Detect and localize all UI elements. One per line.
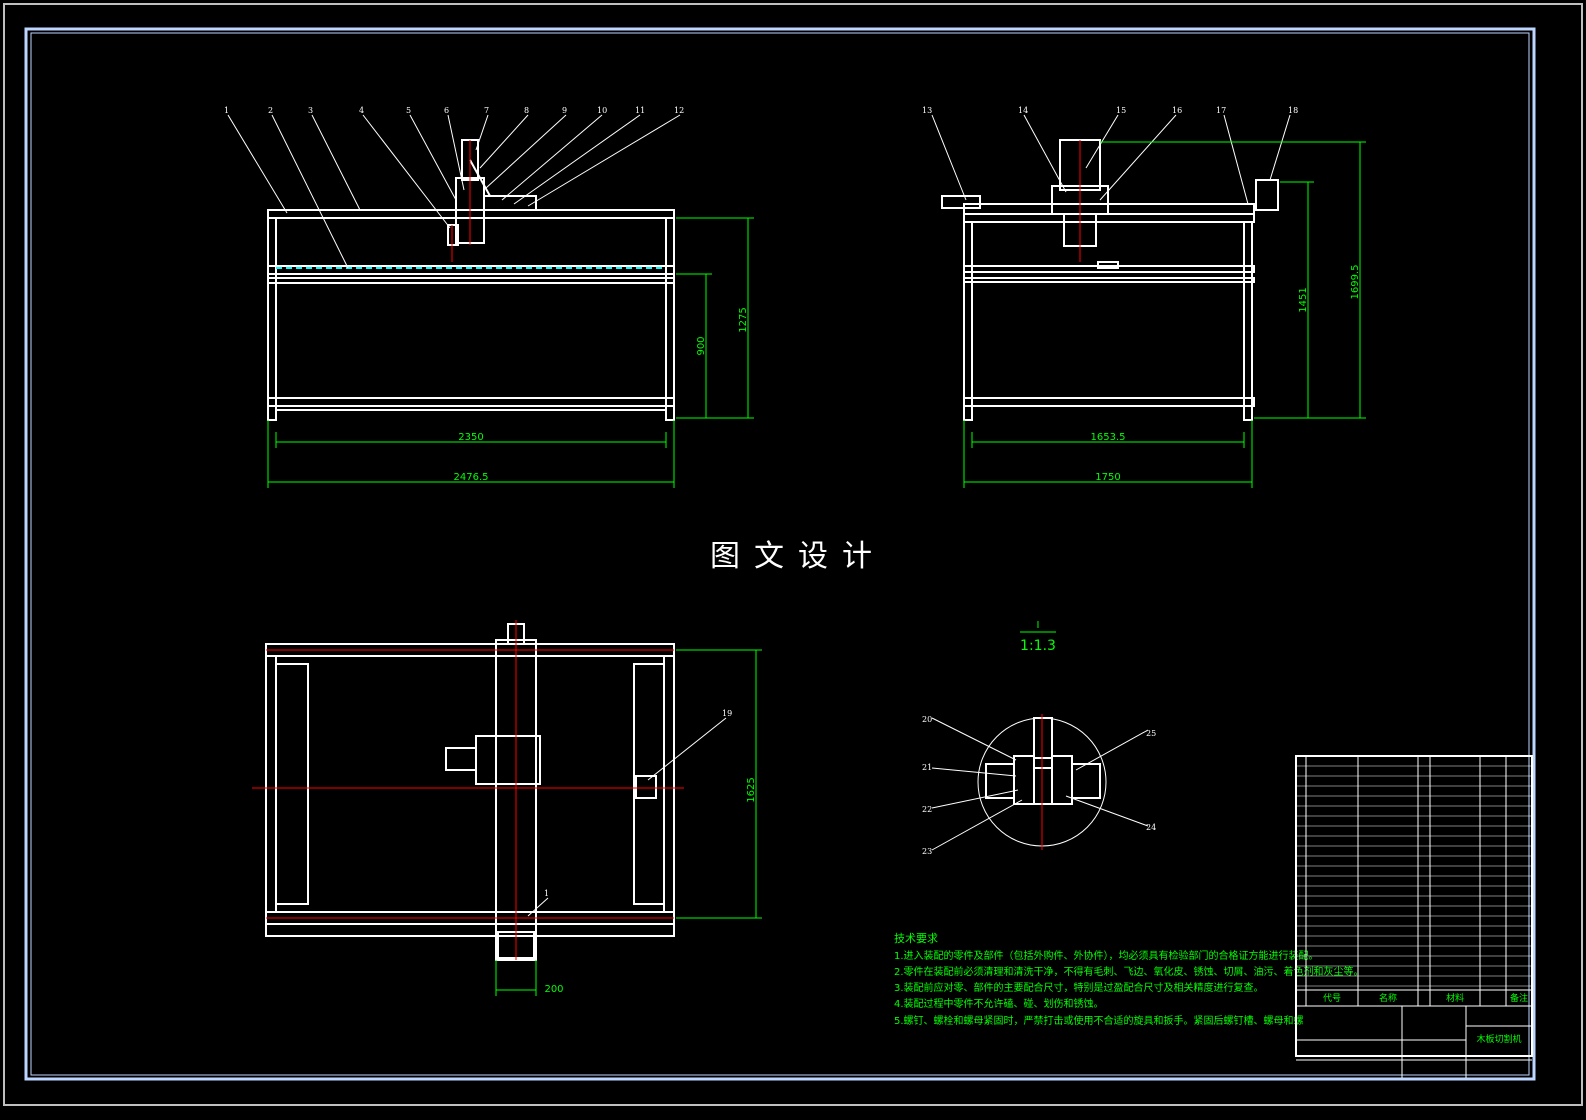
side-label-14: 14 [1018, 106, 1028, 115]
detail-label-23: 23 [922, 847, 932, 856]
front-dim-1275: 1275 [738, 307, 749, 332]
detail-label-20: 20 [922, 715, 932, 724]
front-label-6: 6 [444, 106, 449, 115]
bom-header-name: 名称 [1379, 992, 1397, 1004]
side-label-16: 16 [1172, 106, 1182, 115]
detail-scale: 1:1.3 [1020, 638, 1056, 654]
side-view: 13 14 15 16 17 18 1653.5 1750 1451 1699.… [922, 106, 1366, 488]
detail-label-24: 24 [1146, 823, 1156, 832]
drawing-title: 图文设计 [710, 539, 886, 574]
front-label-4: 4 [359, 106, 364, 115]
side-dim-1750: 1750 [1095, 472, 1120, 483]
product-name: 木板切割机 [1476, 1033, 1521, 1045]
front-label-1: 1 [224, 106, 229, 115]
inner-frame [24, 27, 1536, 1081]
side-label-18: 18 [1288, 106, 1298, 115]
front-label-11: 11 [635, 106, 645, 115]
tech-note-3: 3.装配前应对零、部件的主要配合尺寸，特别是过盈配合尺寸及相关精度进行复查。 [894, 981, 1264, 994]
tech-notes-title: 技术要求 [894, 932, 938, 945]
front-label-7: 7 [484, 106, 489, 115]
front-label-12: 12 [674, 106, 684, 115]
front-label-8: 8 [524, 106, 529, 115]
inner-frame-line [30, 32, 1530, 1076]
front-label-3: 3 [308, 106, 313, 115]
side-label-17: 17 [1216, 106, 1226, 115]
top-dim-200: 200 [544, 984, 563, 995]
bom-header-material: 材料 [1446, 992, 1464, 1004]
front-label-5: 5 [406, 106, 411, 115]
front-view: 1 2 3 4 5 6 7 8 9 10 11 12 2350 2476.5 9… [224, 106, 754, 488]
side-dim-1699: 1699.5 [1350, 265, 1361, 300]
front-dim-2476: 2476.5 [454, 472, 489, 483]
bom-table: 代号 名称 材料 备注 木板切割机 [1295, 755, 1533, 1078]
front-label-2: 2 [268, 106, 273, 115]
tech-note-4: 4.装配过程中零件不允许磕、碰、划伤和锈蚀。 [894, 997, 1104, 1010]
front-dim-2350: 2350 [458, 432, 483, 443]
top-dim-1625: 1625 [746, 777, 757, 802]
tech-note-1: 1.进入装配的零件及部件（包括外购件、外协件），均必须具有检验部门的合格证方能进… [894, 949, 1319, 962]
tech-note-2: 2.零件在装配前必须清理和清洗干净，不得有毛刺、飞边、氧化皮、锈蚀、切屑、油污、… [894, 965, 1364, 978]
top-view: 19 1 1625 200 [252, 620, 762, 996]
detail-label-22: 22 [922, 805, 932, 814]
detail-label: I [1037, 620, 1040, 631]
detail-view: I 1:1.3 20 21 22 23 25 24 [922, 620, 1156, 856]
bom-header-remark: 备注 [1510, 992, 1528, 1004]
detail-label-21: 21 [922, 763, 932, 772]
outer-frame [3, 3, 1583, 1106]
side-label-13: 13 [922, 106, 932, 115]
tech-note-5: 5.螺钉、螺栓和螺母紧固时，严禁打击或使用不合适的旋具和扳手。紧固后螺钉槽、螺母… [894, 1014, 1304, 1027]
bom-header-code: 代号 [1323, 993, 1341, 1004]
front-dim-900: 900 [696, 336, 707, 355]
side-label-15: 15 [1116, 106, 1126, 115]
tech-notes: 技术要求 1.进入装配的零件及部件（包括外购件、外协件），均必须具有检验部门的合… [894, 932, 1364, 1027]
side-dim-1451: 1451 [1298, 287, 1309, 312]
side-dim-1653: 1653.5 [1091, 432, 1126, 443]
top-label-19: 19 [722, 709, 732, 718]
front-label-9: 9 [562, 106, 567, 115]
top-label-1: 1 [544, 889, 549, 898]
detail-label-25: 25 [1146, 729, 1156, 738]
front-label-10: 10 [597, 106, 607, 115]
